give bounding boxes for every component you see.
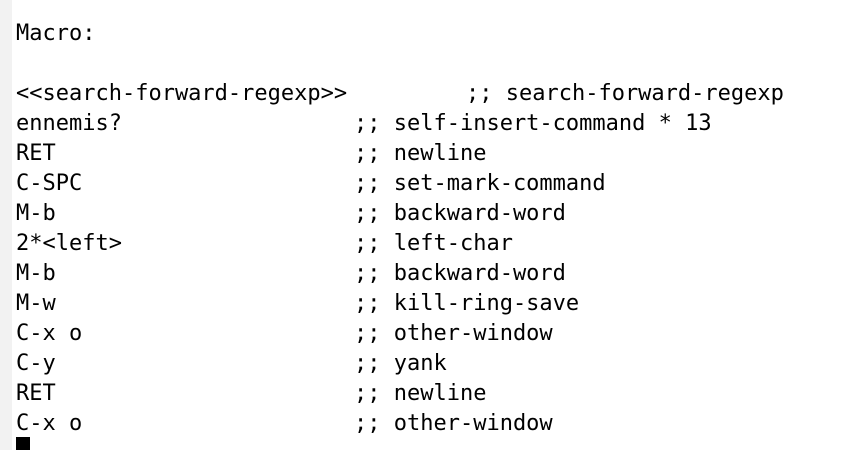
macro-line-comment: ;; backward-word — [354, 201, 566, 226]
left-fringe — [0, 0, 12, 450]
text-cursor — [16, 437, 30, 450]
macro-line-keys[interactable]: C-SPC — [16, 171, 83, 196]
macro-header: Macro: — [16, 21, 96, 46]
macro-line-comment: ;; left-char — [354, 231, 513, 256]
macro-line-keys[interactable]: ennemis? — [16, 111, 122, 136]
macro-line-comment: ;; self-insert-command * 13 — [354, 111, 712, 136]
macro-line-keys[interactable]: RET — [16, 141, 56, 166]
macro-line-keys[interactable]: C-x o — [16, 411, 83, 436]
macro-line-keys[interactable]: RET — [16, 381, 56, 406]
macro-line-comment: ;; kill-ring-save — [354, 291, 580, 316]
macro-line-comment: ;; newline — [354, 381, 487, 406]
macro-line-comment: ;; backward-word — [354, 261, 566, 286]
macro-line-keys[interactable]: 2*<left> — [16, 231, 122, 256]
macro-line-keys[interactable]: M-w — [16, 291, 56, 316]
macro-line-comment: ;; other-window — [354, 321, 553, 346]
macro-line-keys[interactable]: C-y — [16, 351, 56, 376]
macro-line-keys[interactable]: C-x o — [16, 321, 83, 346]
macro-line-keys[interactable]: <<search-forward-regexp>> — [16, 81, 348, 106]
macro-line-comment: ;; newline — [354, 141, 487, 166]
macro-line-comment: ;; set-mark-command — [354, 171, 606, 196]
macro-line-keys[interactable]: M-b — [16, 201, 56, 226]
macro-line-keys[interactable]: M-b — [16, 261, 56, 286]
macro-line-comment: ;; yank — [354, 351, 447, 376]
macro-line-comment: ;; other-window — [354, 411, 553, 436]
macro-line-comment: ;; search-forward-regexp — [466, 81, 784, 106]
